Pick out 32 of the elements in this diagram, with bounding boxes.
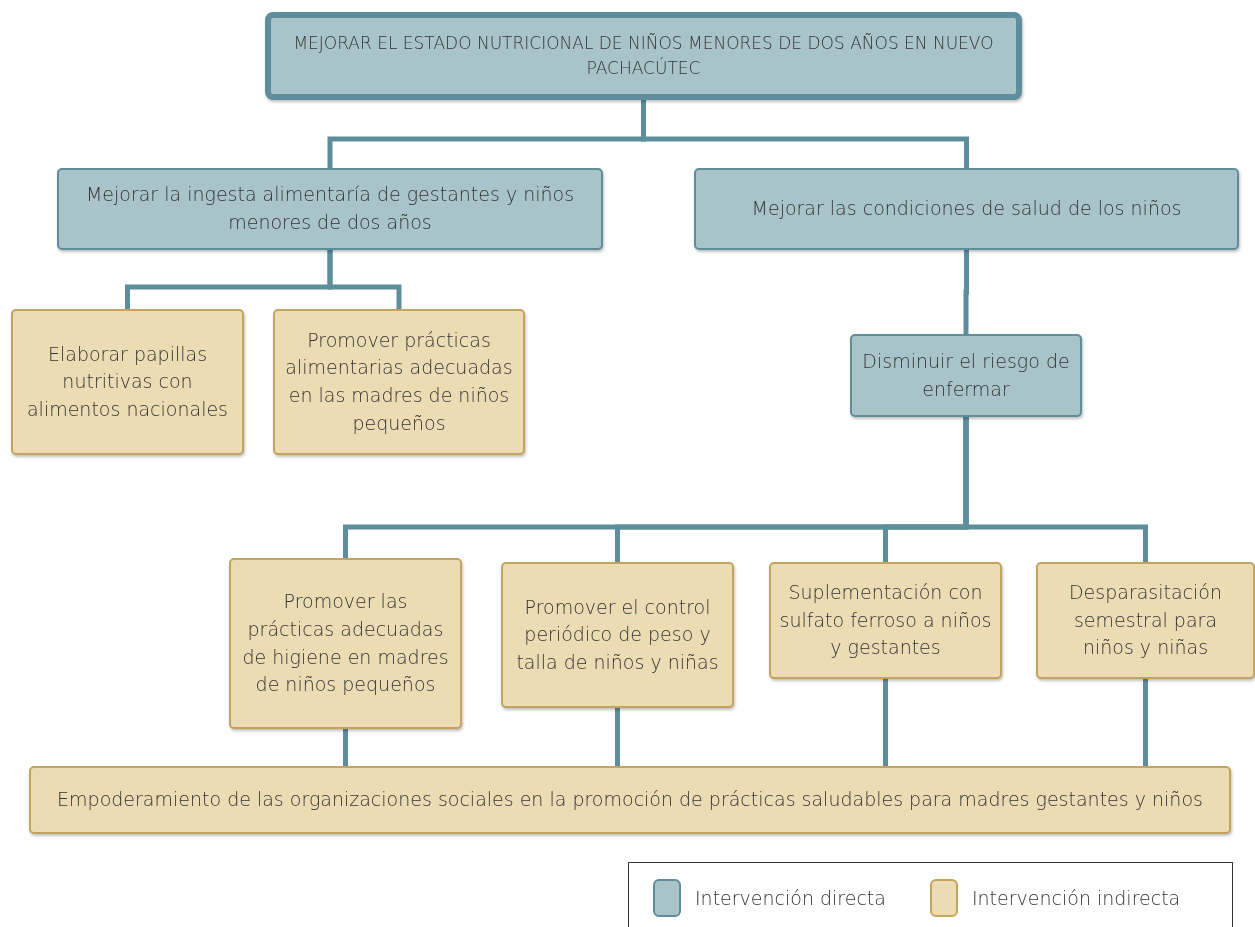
- legend-text: Intervención indirecta: [971, 886, 1181, 909]
- legend-text: Intervención directa: [695, 886, 886, 909]
- objective-box: [57, 168, 603, 250]
- box-text: Elaborar papillas nutritivas con alimentos nacionales: [25, 341, 229, 422]
- box-text: Promover el control periódico de peso y talla de niños y niñas: [515, 594, 720, 675]
- box-text: Promover las prácticas adecuadas de higiene en madres de niños pequeños: [241, 589, 450, 698]
- box-text: Disminuir el riesgo de enfermar: [861, 348, 1071, 402]
- connector-line: [963, 417, 1148, 562]
- objective-box: [1036, 562, 1255, 679]
- box-text: Promover prácticas alimentarias adecuadas en las madres de niños pequeños: [284, 327, 514, 436]
- objective-box: [273, 309, 525, 455]
- connector-line: [615, 708, 620, 766]
- objective-box: [29, 766, 1231, 834]
- box-text: MEJORAR EL ESTADO NUTRICIONAL DE NIÑOS MENORES DE DOS AÑOS EN NUEVO PACHACÚTEC: [292, 32, 995, 80]
- box-text: Empoderamiento de las organizaciones sociales en la promoción de prácticas saludables para madres gestantes y niños: [57, 787, 1203, 813]
- connector-line: [343, 729, 348, 766]
- box-text: Desparasitación semestral para niños y niñas: [1067, 580, 1223, 661]
- box-text: Suplementación con sulfato ferroso a niños y gestantes: [779, 580, 992, 661]
- objective-box: [850, 334, 1082, 417]
- box-text: Mejorar las condiciones de salud de los niños: [751, 196, 1182, 222]
- objective-box: [769, 562, 1002, 679]
- goal-box: [265, 12, 1022, 100]
- objective-box: [501, 562, 734, 708]
- objective-box: [694, 168, 1239, 250]
- box-text: Mejorar la ingesta alimentaría de gestantes y niños menores de dos años: [84, 182, 576, 235]
- connector-line: [1143, 679, 1148, 766]
- connector-line: [641, 100, 969, 168]
- connector-line: [963, 250, 969, 334]
- objective-box: [11, 309, 244, 455]
- objective-box: [229, 558, 462, 729]
- connector-line: [327, 250, 402, 309]
- connector-line: [883, 679, 888, 766]
